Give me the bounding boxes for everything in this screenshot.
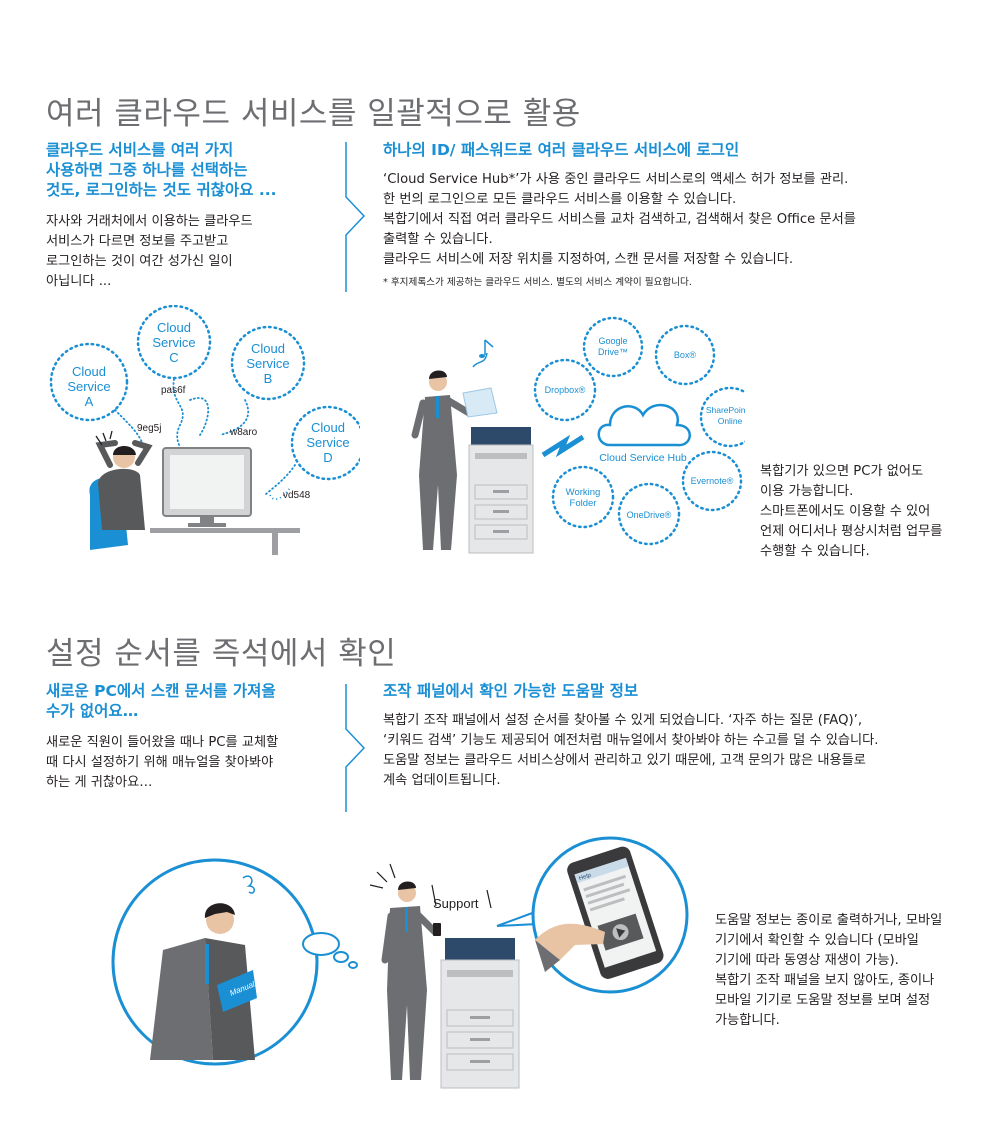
svg-text:A: A (85, 394, 94, 409)
section1-left-body: 자사와 거래처에서 이용하는 클라우드 서비스가 다르면 정보를 주고받고 로그… (46, 214, 253, 289)
man-with-document (411, 370, 498, 550)
service-sharepoint-online: SharePoint® Online (699, 386, 745, 448)
support-label: Support (433, 896, 479, 911)
service-dropbox: Dropbox® (533, 358, 597, 422)
thinking-man-circle: Manual (111, 858, 319, 1066)
man-with-phone (369, 863, 441, 1080)
hub-illustration: Cloud Service Hub Google Drive™ Box® Dro… (411, 316, 745, 554)
desk (150, 528, 300, 533)
svg-text:SharePoint®: SharePoint® (706, 405, 745, 415)
section2-left-heading: 새로운 PC에서 스캔 문서를 가져올 수가 없어요… (46, 682, 276, 720)
cloud-service-c: Cloud Service C (136, 305, 212, 380)
cloud-service-a: Cloud Service A (49, 342, 129, 422)
cloud-service-b: Cloud Service B (230, 325, 306, 401)
svg-text:Online: Online (718, 416, 743, 426)
svg-text:Cloud: Cloud (72, 364, 106, 379)
svg-text:Service: Service (152, 335, 195, 350)
svg-text:Dropbox®: Dropbox® (545, 385, 586, 395)
password-label: w8aro (229, 427, 258, 438)
svg-text:Cloud: Cloud (157, 320, 191, 335)
svg-text:Working: Working (566, 487, 601, 498)
multifunction-printer (440, 938, 520, 1089)
svg-text:Box®: Box® (674, 350, 697, 360)
svg-text:Folder: Folder (570, 498, 597, 509)
section2-right-body: 복합기 조작 패널에서 설정 순서를 찾아볼 수 있게 되었습니다. ‘자주 하… (383, 713, 879, 788)
service-google-drive: Google Drive™ (582, 316, 644, 378)
section1-title: 여러 클라우드 서비스를 일괄적으로 활용 (46, 96, 581, 132)
squiggle-icon (242, 875, 255, 894)
svg-text:Service: Service (67, 379, 110, 394)
svg-text:D: D (323, 450, 332, 465)
svg-text:Google: Google (598, 336, 627, 346)
password-label: vd548 (283, 490, 311, 501)
svg-text:Service: Service (246, 356, 289, 371)
svg-text:Cloud Service Hub: Cloud Service Hub (599, 452, 687, 464)
service-working-folder: Working Folder (551, 465, 615, 529)
speech-tail (496, 910, 539, 927)
music-note-icon (472, 352, 488, 368)
thought-bubble (302, 932, 340, 956)
svg-text:Evernote®: Evernote® (691, 476, 734, 486)
divider-chevron (345, 684, 366, 812)
svg-text:Cloud: Cloud (251, 341, 285, 356)
svg-text:Service: Service (306, 435, 349, 450)
svg-text:C: C (169, 350, 178, 365)
section1-footnote: * 후지제록스가 제공하는 클라우드 서비스. 별도의 서비스 계약이 필요합니… (383, 277, 692, 288)
help-illustration: Manual Support He (111, 836, 689, 1089)
manual-book (217, 970, 257, 1012)
svg-text:Cloud: Cloud (311, 420, 345, 435)
help-label: Help (578, 872, 592, 882)
svg-text:B: B (264, 371, 273, 386)
section1-right-heading: 하나의 ID/ 패스워드로 여러 클라우드 서비스에 로그인 (383, 141, 740, 159)
service-box: Box® (654, 324, 716, 386)
svg-text:OneDrive®: OneDrive® (627, 510, 672, 520)
lightning-icon (541, 434, 585, 458)
multifunction-printer (468, 427, 534, 554)
section1-right-body: ‘Cloud Service Hub*’가 사용 중인 클라우드 서비스로의 액… (383, 172, 856, 267)
tablet-circle: Help (531, 836, 689, 994)
section2-right-heading: 조작 패널에서 확인 가능한 도움말 정보 (383, 682, 639, 700)
section2-side-text: 도움말 정보는 종이로 출력하거나, 모바일 기기에서 확인할 수 있습니다 (… (715, 913, 943, 1028)
section2-title: 설정 순서를 즉석에서 확인 (46, 636, 397, 672)
cloud-service-hub: Cloud Service Hub (597, 403, 691, 464)
section1-left-heading: 클라우드 서비스를 여러 가지 사용하면 그중 하나를 선택하는 것도, 로그인… (46, 141, 277, 199)
left-illustration: Cloud Service A Cloud Service C Cloud Se… (49, 305, 360, 555)
stressed-worker (95, 430, 153, 530)
monitor (162, 447, 252, 527)
section2-left-body: 새로운 직원이 들어왔을 때나 PC를 교체할 때 다시 설정하기 위해 매뉴얼… (46, 735, 279, 790)
cloud-service-d: Cloud Service D (290, 405, 360, 481)
section1-side-text: 복합기가 있으면 PC가 없어도 이용 가능합니다. 스마트폰에서도 이용할 수… (760, 464, 943, 559)
service-onedrive: OneDrive® (617, 482, 681, 546)
password-label: 9eg5j (137, 423, 161, 434)
divider-chevron (345, 142, 366, 292)
svg-text:Drive™: Drive™ (598, 347, 628, 357)
service-evernote: Evernote® (681, 450, 743, 512)
password-label: pas6f (161, 385, 186, 396)
